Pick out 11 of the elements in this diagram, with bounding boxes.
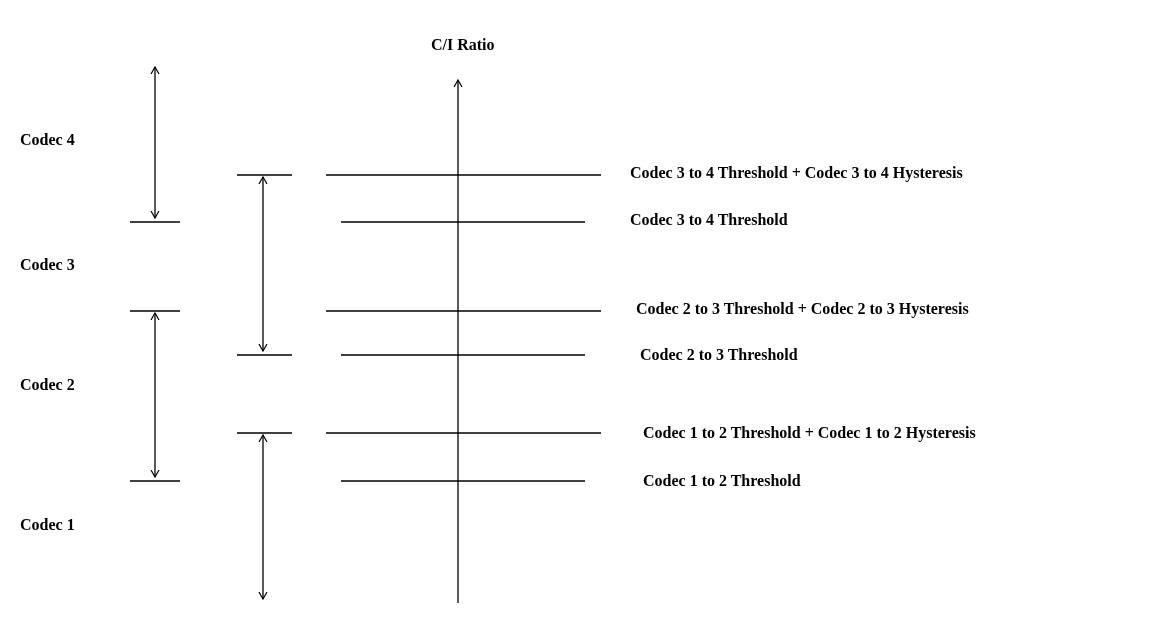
- threshold-label: Codec 1 to 2 Threshold + Codec 1 to 2 Hysteresis: [643, 425, 976, 441]
- threshold-label: Codec 3 to 4 Threshold: [630, 212, 788, 228]
- codec-label: Codec 1: [20, 517, 75, 533]
- codec-label: Codec 4: [20, 132, 75, 148]
- codec-label: Codec 2: [20, 377, 75, 393]
- threshold-label: Codec 1 to 2 Threshold: [643, 473, 801, 489]
- threshold-label: Codec 2 to 3 Threshold: [640, 347, 798, 363]
- codec-label: Codec 3: [20, 257, 75, 273]
- threshold-label: Codec 3 to 4 Threshold + Codec 3 to 4 Hysteresis: [630, 165, 963, 181]
- threshold-label: Codec 2 to 3 Threshold + Codec 2 to 3 Hysteresis: [636, 301, 969, 317]
- axis-label: C/I Ratio: [431, 37, 495, 53]
